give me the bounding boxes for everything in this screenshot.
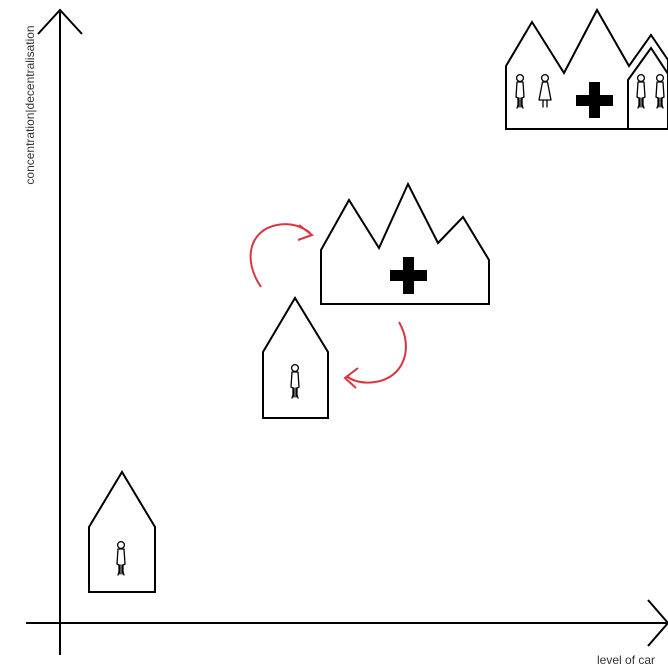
y-axis-label-text: concentration|decentralisation (23, 25, 37, 185)
y-axis-label: concentration|decentralisation (20, 5, 40, 205)
single-house-low (88, 470, 156, 593)
clinic-building (320, 181, 490, 305)
x-axis (26, 599, 668, 647)
cycle-arrow-upper (249, 223, 315, 288)
medical-cross-icon (576, 82, 613, 118)
hospital-campus (505, 7, 668, 130)
x-axis-label: level of car (597, 653, 656, 667)
cycle-arrow-lower (343, 321, 407, 389)
y-axis (37, 8, 83, 655)
single-house-mid (262, 296, 329, 419)
y-axis-arrowhead (37, 8, 83, 35)
x-axis-arrowhead (647, 599, 668, 647)
medical-cross-icon (390, 257, 427, 294)
